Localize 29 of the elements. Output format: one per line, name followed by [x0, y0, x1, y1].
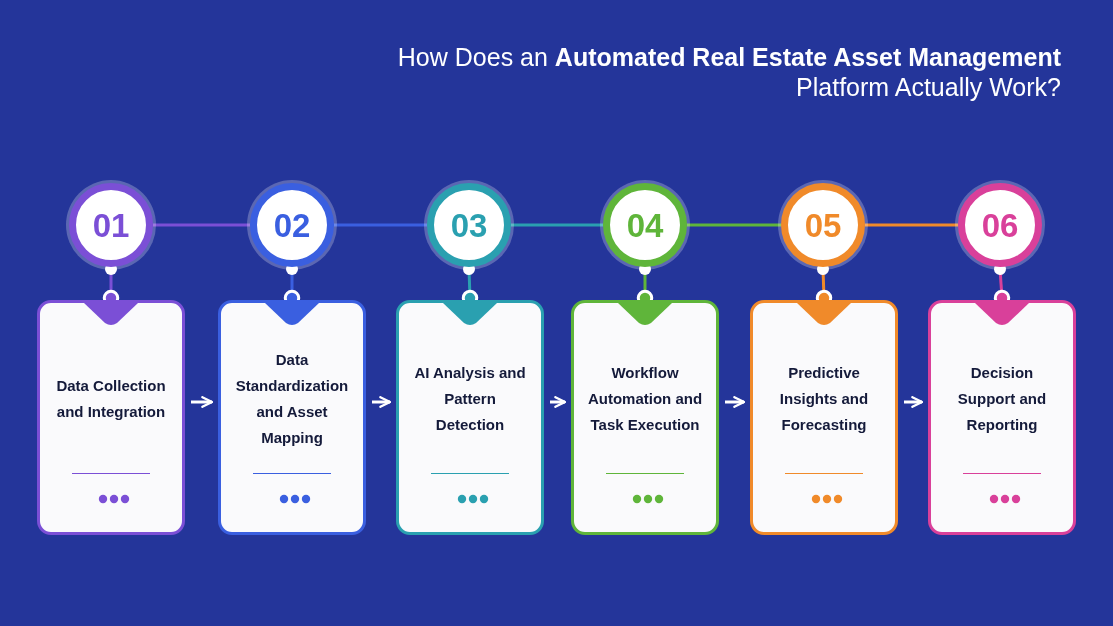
- step-number: 06: [981, 208, 1019, 242]
- step-card: [750, 300, 898, 535]
- step-number: 04: [626, 208, 664, 242]
- connector-line: [334, 223, 427, 227]
- connector-line: [865, 223, 958, 227]
- step-card: [928, 300, 1076, 535]
- step-title: Decision Support and Reporting: [956, 363, 1048, 435]
- arrow: [191, 396, 214, 408]
- step-title: Data Collection and Integration: [55, 376, 167, 422]
- arrow: [725, 396, 746, 408]
- step-number: 01: [92, 208, 130, 242]
- connector-line: [153, 223, 250, 227]
- arrow: [372, 396, 392, 408]
- step-card: [37, 300, 185, 535]
- step-title: AI Analysis and Pattern Detection: [413, 363, 527, 435]
- step-card: [218, 300, 366, 535]
- step-title: Data Standardization and Asset Mapping: [234, 350, 350, 448]
- step-card: [396, 300, 544, 535]
- title: How Does an Automated Real Estate Asset Management Platform Actually Work?: [396, 42, 1061, 102]
- step-title: Predictive Insights and Forecasting: [778, 363, 870, 435]
- step-number: 05: [804, 208, 842, 242]
- step-number: 03: [450, 208, 488, 242]
- arrow: [904, 396, 924, 408]
- step-number: 02: [273, 208, 311, 242]
- connector-line: [511, 223, 603, 227]
- arrow: [550, 396, 567, 408]
- step-title: Workflow Automation and Task Execution: [586, 363, 704, 435]
- step-card: [571, 300, 719, 535]
- connector-line: [687, 223, 781, 227]
